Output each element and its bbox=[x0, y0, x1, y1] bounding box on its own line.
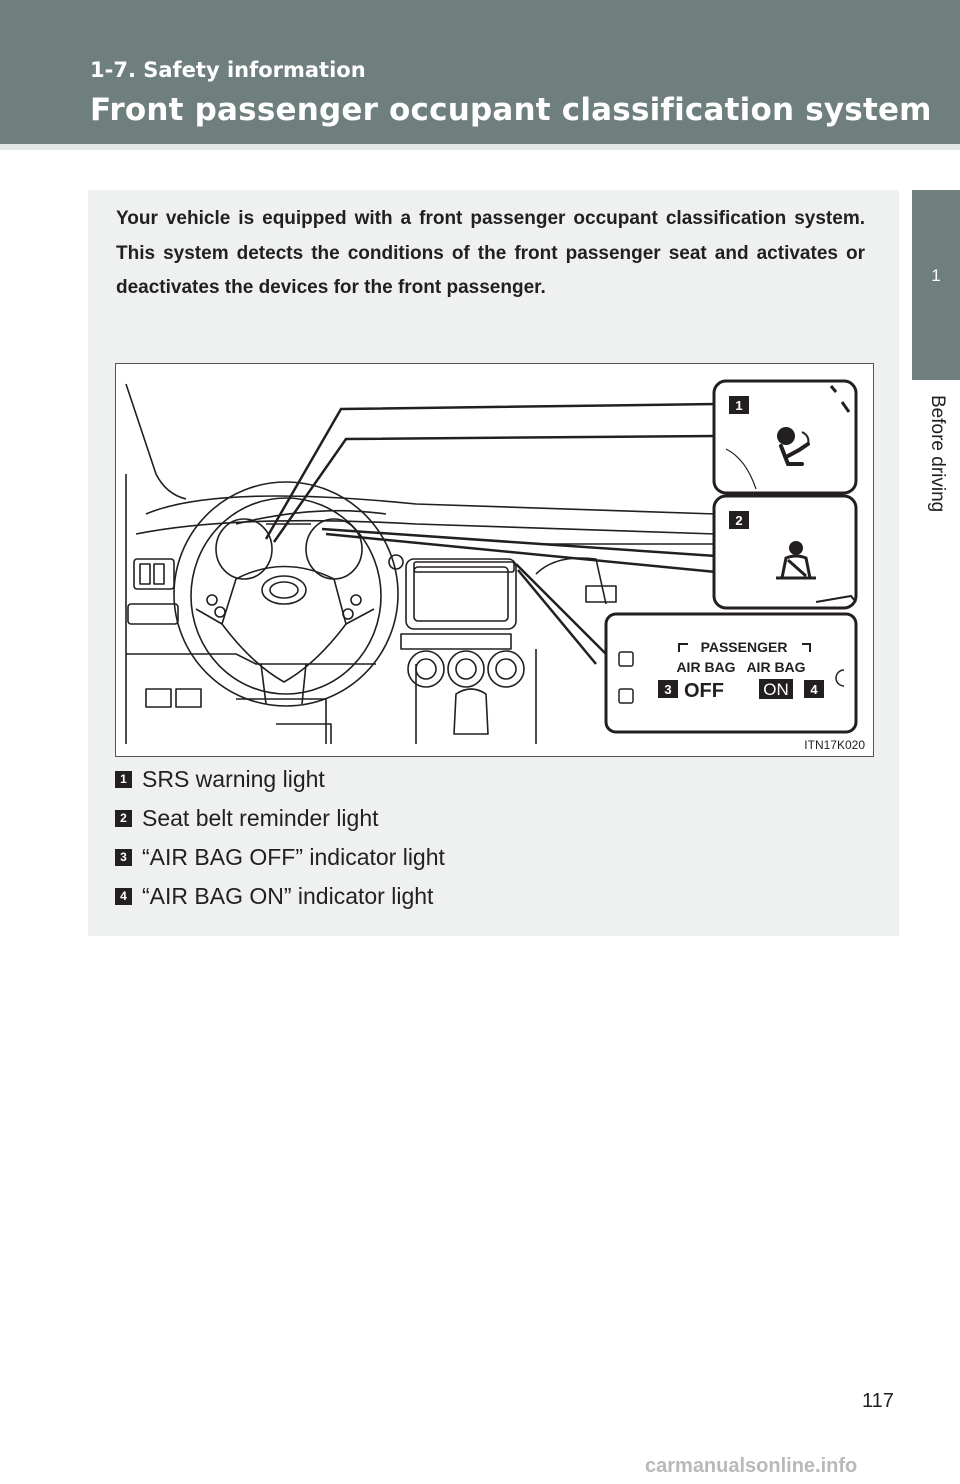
chapter-label: Before driving bbox=[918, 395, 954, 595]
legend-item: 2 Seat belt reminder light bbox=[115, 799, 855, 838]
legend-number: 1 bbox=[115, 771, 132, 788]
watermark: carmanualsonline.info bbox=[645, 1455, 858, 1477]
panel-number-3: 3 bbox=[664, 682, 671, 697]
chapter-number: 1 bbox=[931, 266, 941, 285]
figure-code: ITN17K020 bbox=[804, 738, 865, 752]
callout-seatbelt: 2 bbox=[712, 494, 858, 610]
page-title: Front passenger occupant classification … bbox=[90, 92, 932, 128]
panel-off-text: OFF bbox=[684, 680, 724, 702]
callout-srs: 1 bbox=[712, 379, 858, 495]
passenger-airbag-indicator-panel: PASSENGER AIR BAG AIR BAG 3 OFF ON 4 bbox=[604, 612, 858, 734]
legend-text: “AIR BAG ON” indicator light bbox=[142, 883, 434, 909]
panel-on-text: ON bbox=[763, 680, 789, 699]
legend-number: 2 bbox=[115, 810, 132, 827]
legend-number: 4 bbox=[115, 888, 132, 905]
legend-number: 3 bbox=[115, 849, 132, 866]
chapter-tab: 1 bbox=[912, 190, 960, 380]
dashboard-illustration: 1 2 PAS bbox=[115, 363, 874, 757]
content-box: Your vehicle is equipped with a front pa… bbox=[88, 190, 899, 936]
panel-heading: PASSENGER bbox=[701, 639, 788, 655]
legend-text: “AIR BAG OFF” indicator light bbox=[142, 844, 445, 870]
legend-item: 3 “AIR BAG OFF” indicator light bbox=[115, 838, 855, 877]
page-number: 117 bbox=[862, 1390, 894, 1412]
legend-item: 4 “AIR BAG ON” indicator light bbox=[115, 877, 855, 916]
header-divider bbox=[0, 144, 960, 150]
callout-leaders bbox=[264, 402, 717, 665]
intro-paragraph: Your vehicle is equipped with a front pa… bbox=[116, 208, 865, 298]
page-header: 1-7. Safety information Front passenger … bbox=[0, 0, 960, 144]
svg-text:2: 2 bbox=[735, 513, 742, 528]
panel-left-label: AIR BAG bbox=[676, 659, 735, 675]
dashboard-lines bbox=[125, 383, 717, 744]
dashboard-drawing: 1 2 PAS bbox=[125, 379, 858, 744]
legend-text: Seat belt reminder light bbox=[142, 805, 379, 831]
chapter-label-text: Before driving bbox=[927, 395, 948, 513]
panel-number-4: 4 bbox=[810, 682, 818, 697]
legend-item: 1 SRS warning light bbox=[115, 760, 855, 799]
legend-text: SRS warning light bbox=[142, 766, 325, 792]
svg-text:1: 1 bbox=[735, 398, 742, 413]
panel-right-label: AIR BAG bbox=[746, 659, 805, 675]
legend-list: 1 SRS warning light 2 Seat belt reminder… bbox=[115, 760, 855, 916]
section-label: 1-7. Safety information bbox=[90, 58, 366, 82]
